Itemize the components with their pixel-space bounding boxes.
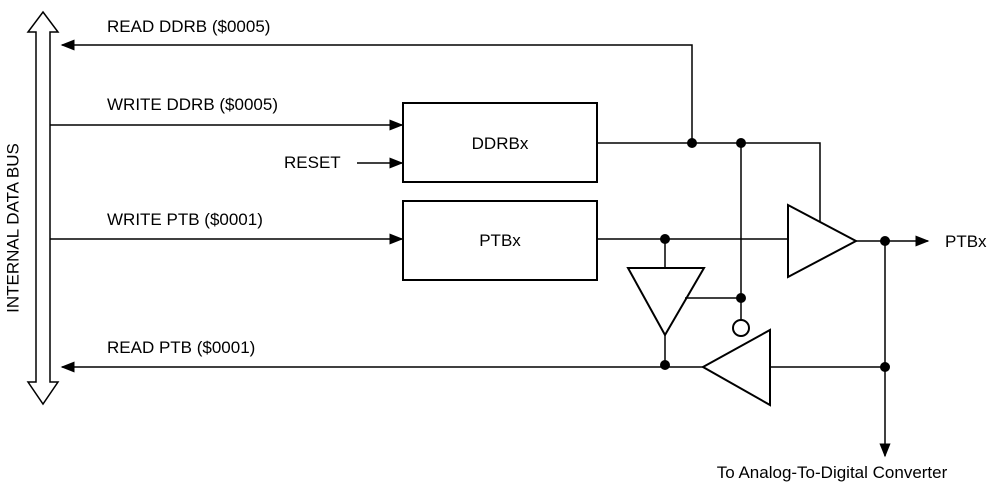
junction-enable [736,293,746,303]
bus-label: INTERNAL DATA BUS [3,143,22,313]
read-ddrb-label: READ DDRB ($0005) [107,17,270,36]
reset-label: RESET [284,153,341,172]
junction-ddrb-read [687,138,697,148]
ddrbx-output-wire [597,142,821,222]
ptbx-latch [402,200,598,281]
write-ddrb-label: WRITE DDRB ($0005) [107,95,278,114]
write-ptb-label: WRITE PTB ($0001) [107,210,263,229]
ddrbx-label: DDRBx [472,134,529,153]
pin-readback-buffer [700,328,771,407]
internal-data-bus [26,10,60,406]
ddrbx-register [402,102,598,183]
junction-read-ptb [660,360,670,370]
ptbx-pin-label: PTBx [945,232,987,251]
latch-readback-buffer [626,267,706,338]
inverter-bubble [732,319,750,337]
read-ptb-label: READ PTB ($0001) [107,338,255,357]
read-ddrb-line [60,39,693,143]
output-buffer [787,203,859,279]
adc-label: To Analog-To-Digital Converter [717,463,948,482]
junction-pin-readback [880,362,890,372]
ptbx-latch-label: PTBx [479,231,521,250]
